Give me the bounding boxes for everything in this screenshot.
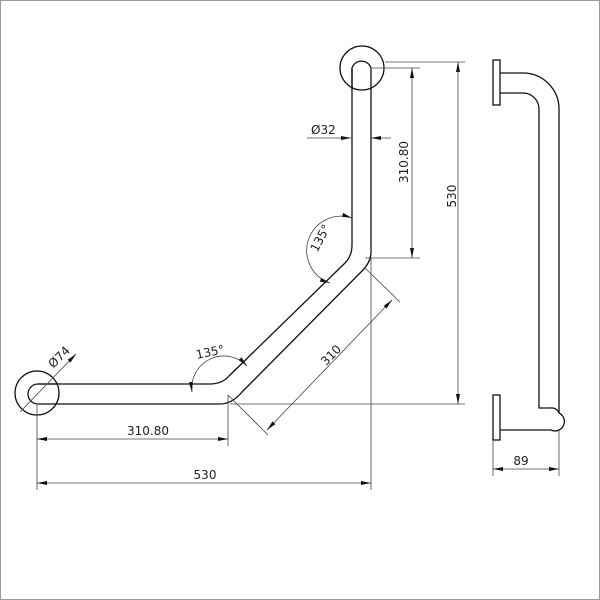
tube-inner-edge <box>27 60 372 405</box>
rosette-diameter-label: Ø74 <box>45 343 72 370</box>
side-view: 89 <box>492 59 566 476</box>
projection-label: 89 <box>513 454 528 468</box>
overall-width-label: 530 <box>194 468 217 482</box>
diagonal-length-label: 310 <box>318 342 344 368</box>
tube-outer-edge <box>38 68 353 385</box>
vertical-leg-label: 310.80 <box>397 141 411 183</box>
dimensions: 530 310.80 Ø32 135° 310 Ø74 135° 310.80 … <box>19 61 465 490</box>
horizontal-leg-label: 310.80 <box>127 424 169 438</box>
upper-angle-label: 135° <box>308 222 334 254</box>
tube-diameter-label: Ø32 <box>311 123 336 137</box>
overall-height-label: 530 <box>445 185 459 208</box>
lower-angle-label: 135° <box>195 342 226 362</box>
